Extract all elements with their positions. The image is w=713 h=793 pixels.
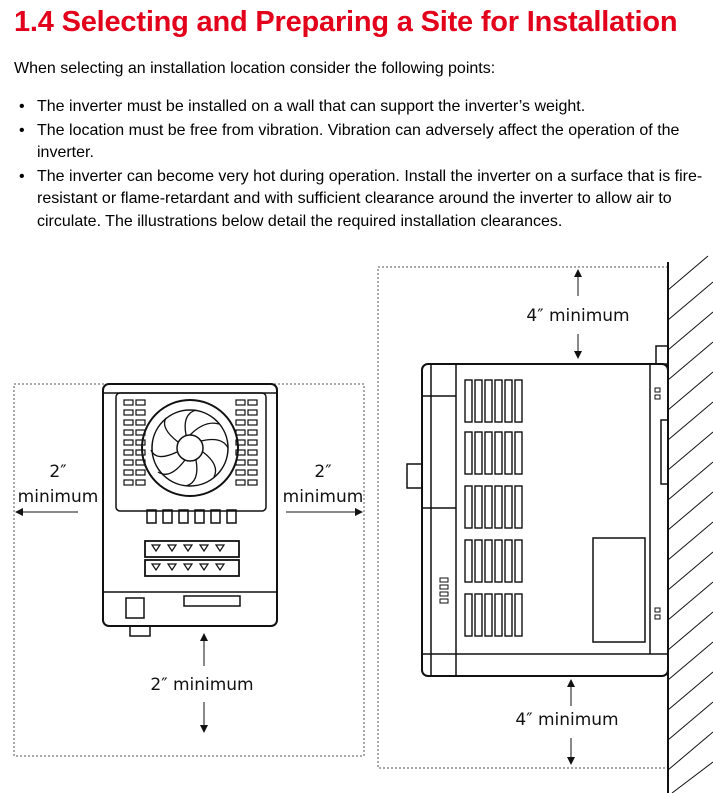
section-heading: 1.4 Selecting and Preparing a Site for I… [14,6,678,38]
inverter-front [102,383,278,637]
bullet-list: • The inverter must be installed on a wal… [19,96,709,234]
bullet-text: The inverter must be installed on a wall… [37,98,586,115]
list-item: • The location must be free from vibratio… [19,120,709,165]
list-item: • The inverter must be installed on a wal… [19,96,709,119]
bullet-glyph: • [19,98,25,115]
front-clearance-boundary [13,383,365,757]
bullet-text: The location must be free from vibration… [37,121,680,162]
side-clearance-boundary [377,266,668,769]
mounting-wall [667,255,713,793]
inverter-side [406,345,669,677]
bullet-glyph: • [19,121,25,139]
left-clearance-value: 2″ [49,462,66,482]
front-view-diagram: 2″ minimum 2″ minimum 2″ minimum [13,383,365,757]
list-item: • The inverter can become very hot during… [19,166,709,234]
bullet-text: The inverter can become very hot during … [37,167,703,230]
side-bottom-clearance-label: 4″ minimum [515,710,618,730]
bullet-glyph: • [19,167,25,185]
right-clearance-unit: minimum [283,487,364,507]
bottom-clearance-label: 2″ minimum [150,675,253,695]
right-clearance-value: 2″ [314,462,331,482]
top-clearance-label: 4″ minimum [526,306,629,326]
left-clearance-unit: minimum [18,487,99,507]
side-view-diagram: 4″ minimum 4″ minimum [377,255,713,793]
intro-text: When selecting an installation location … [14,60,496,77]
fan-icon [141,399,239,497]
